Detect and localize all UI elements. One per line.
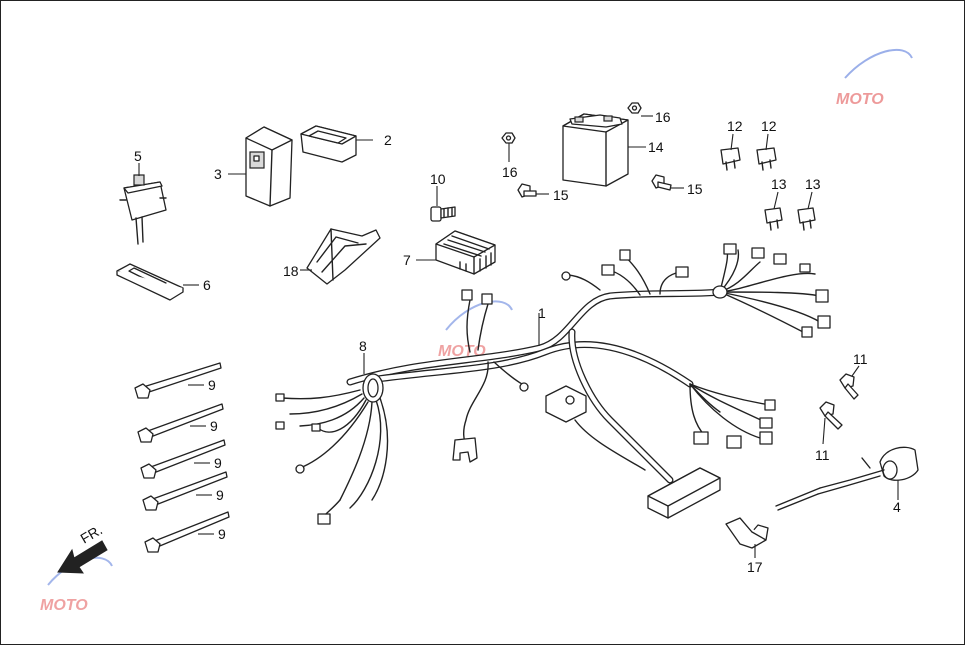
callout-5: 5 <box>134 148 142 164</box>
spark-plug-cap-part <box>725 517 769 549</box>
callout-14: 14 <box>648 139 664 155</box>
ignition-coil-part <box>775 446 919 511</box>
callout-12-b: 12 <box>761 118 777 134</box>
callout-1: 1 <box>538 305 546 321</box>
cable-tie-1-part <box>134 362 222 399</box>
regulator-rectifier-part <box>435 230 496 275</box>
battery-bolt-left-part <box>517 183 537 198</box>
callout-6: 6 <box>203 277 211 293</box>
callout-16-a: 16 <box>655 109 671 125</box>
callout-15-a: 15 <box>553 187 569 203</box>
fuse-12-left-part <box>720 147 741 171</box>
battery-bolt-right-part <box>651 174 672 191</box>
callout-3: 3 <box>214 166 222 182</box>
callout-9-a: 9 <box>208 377 216 393</box>
callout-11-b: 11 <box>815 447 830 463</box>
watermark-top-right: MOTO <box>836 48 913 108</box>
callout-18: 18 <box>283 263 299 279</box>
callout-9-e: 9 <box>218 526 226 542</box>
leader-13b <box>807 191 813 210</box>
cable-tie-2-part <box>137 403 224 443</box>
fuse-12-right-part <box>756 147 777 171</box>
mounting-bracket-part <box>306 228 381 285</box>
watermark-center: MOTO <box>438 300 513 360</box>
cdi-unit-part <box>245 126 293 207</box>
leader-12a <box>730 133 734 151</box>
leader-11b <box>822 417 826 445</box>
callout-13-a: 13 <box>771 176 787 192</box>
callout-12-a: 12 <box>727 118 743 134</box>
callout-8: 8 <box>359 338 367 354</box>
cable-tie-5-part <box>144 511 230 553</box>
cable-tie-4-part <box>142 471 228 511</box>
front-direction-arrow: FR. <box>57 521 108 574</box>
callout-16-b: 16 <box>502 164 518 180</box>
fuse-13-left-part <box>764 207 783 231</box>
leader-11a <box>851 365 860 377</box>
main-wire-harness-part <box>346 243 831 519</box>
regulator-bolt-part <box>430 206 456 222</box>
callout-7: 7 <box>403 252 411 268</box>
cdi-rubber-boot-part <box>300 125 357 163</box>
callout-4: 4 <box>893 499 901 515</box>
coil-bolt-upper-part <box>839 373 859 400</box>
rubber-holder-part <box>116 263 184 301</box>
flasher-relay-part <box>119 174 167 245</box>
callout-13-b: 13 <box>805 176 821 192</box>
callout-15-b: 15 <box>687 181 703 197</box>
callout-17: 17 <box>747 559 763 575</box>
leader-13a <box>773 191 779 210</box>
battery-nut-right-part <box>627 102 642 114</box>
callout-11-a: 11 <box>853 351 868 367</box>
callout-2: 2 <box>384 132 392 148</box>
leader-12b <box>765 133 769 151</box>
callout-9-b: 9 <box>210 418 218 434</box>
battery-nut-left-part <box>501 132 516 144</box>
harness-grommet-part <box>275 373 389 525</box>
callout-9-c: 9 <box>214 455 222 471</box>
coil-bolt-lower-part <box>819 401 843 430</box>
watermark-text: MOTO <box>836 91 884 108</box>
cable-tie-3-part <box>140 439 226 479</box>
battery-part <box>562 113 629 187</box>
watermark-text: MOTO <box>40 597 88 614</box>
callout-10: 10 <box>430 171 446 187</box>
fuse-13-right-part <box>797 207 816 231</box>
callout-9-d: 9 <box>216 487 224 503</box>
